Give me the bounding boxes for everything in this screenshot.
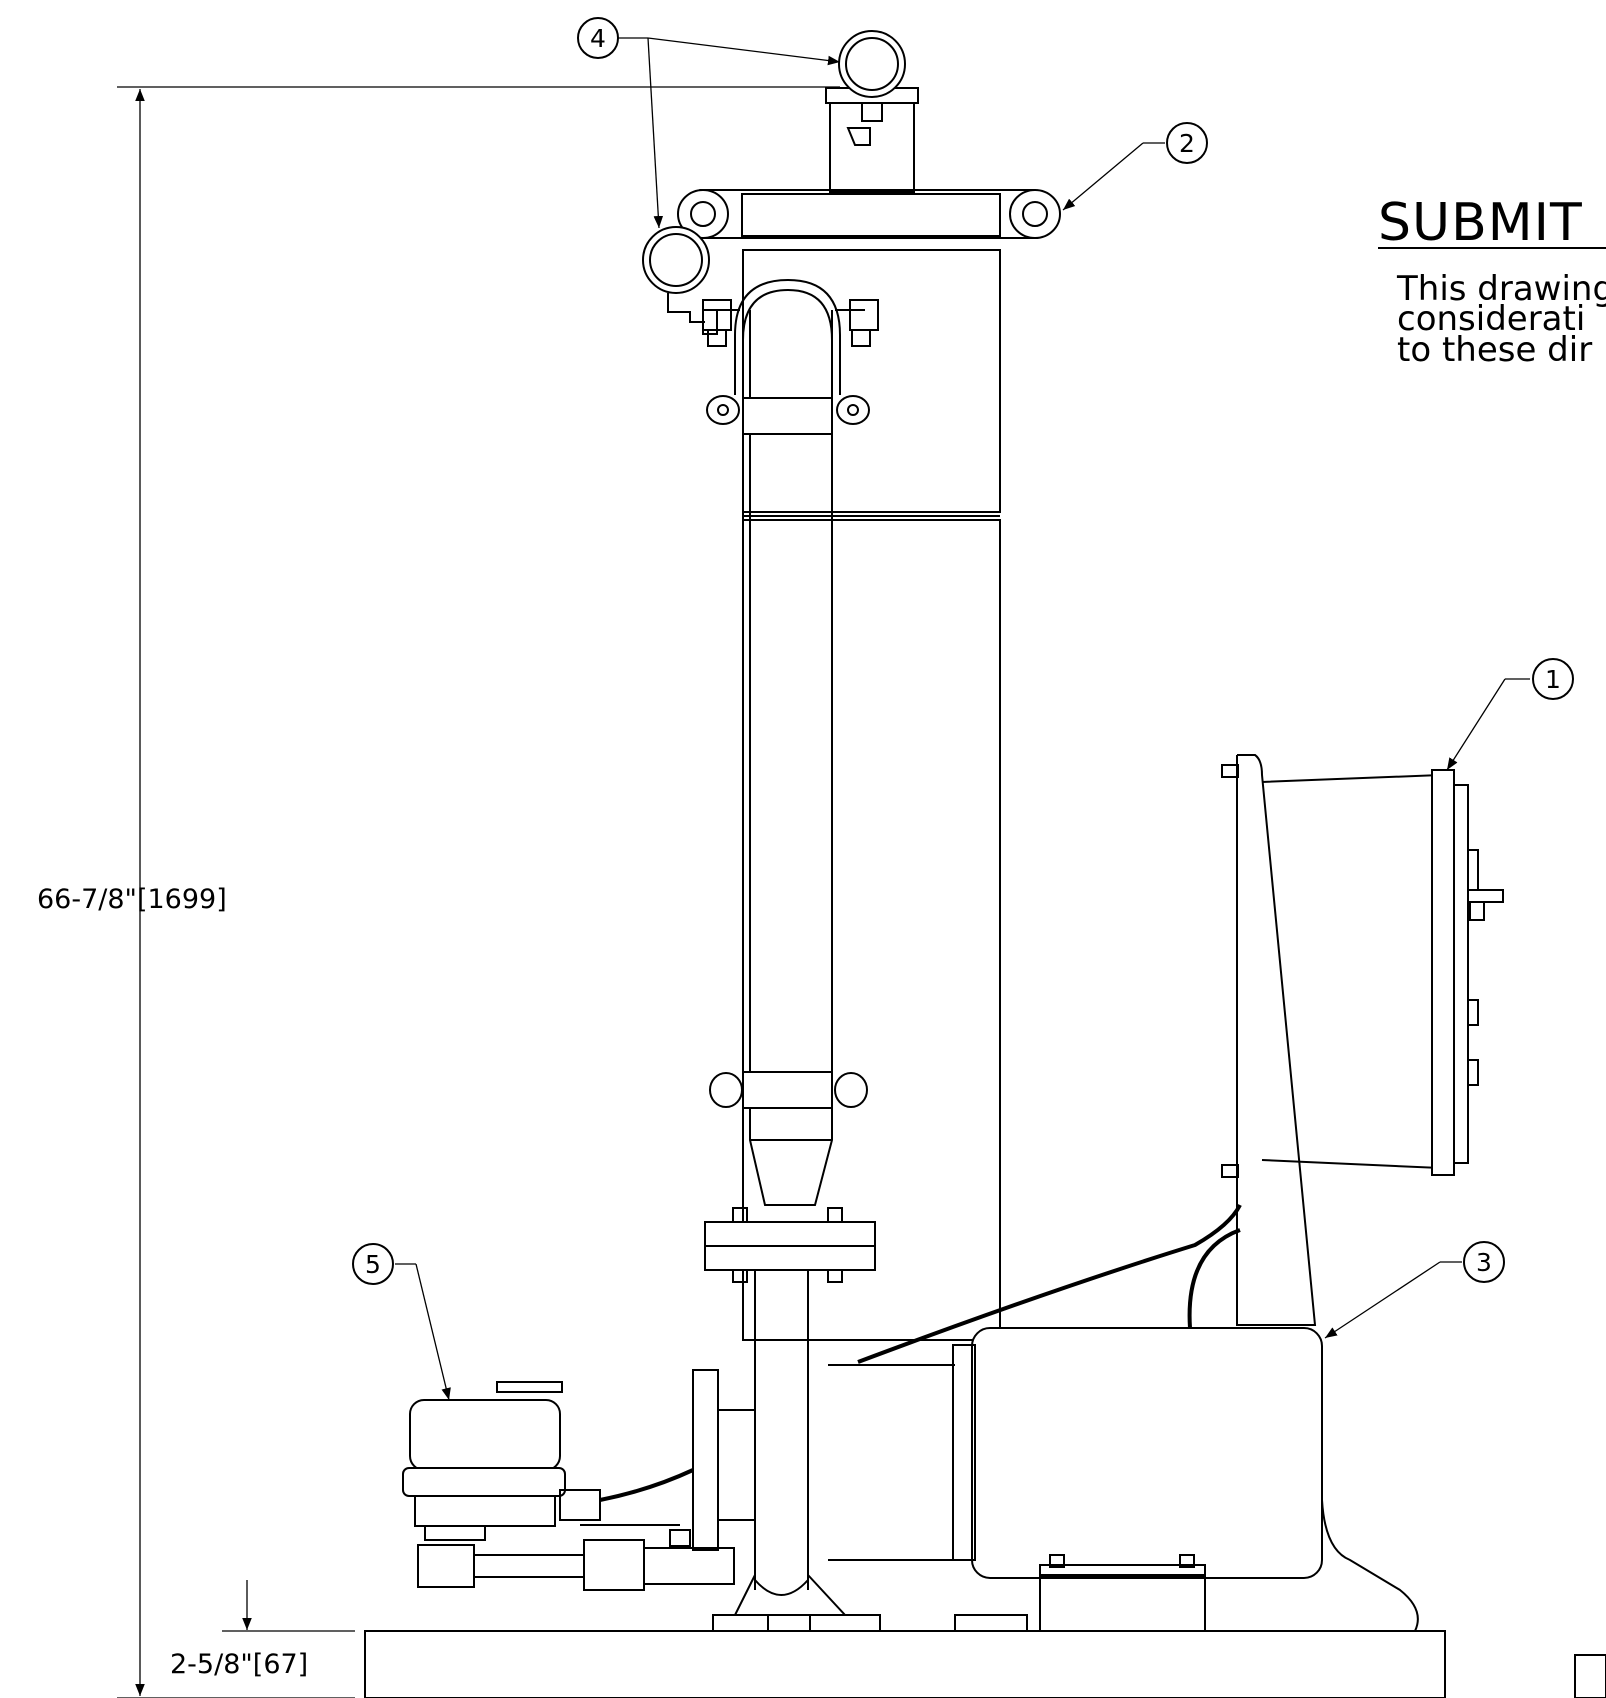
base-height-dimension: 2-5/8"[67]	[170, 1580, 355, 1680]
solenoid-valve-assembly	[402, 1381, 735, 1591]
base-height-label: 2-5/8"[67]	[170, 1649, 308, 1680]
submittal-header: SUBMIT This drawing considerati to these…	[1378, 193, 1606, 370]
side-connection	[599, 1369, 756, 1551]
top-gauge-icon	[838, 30, 906, 98]
overall-height-dimension: 66-7/8"[1699]	[37, 86, 840, 1698]
balloon-1: 1	[1446, 658, 1574, 771]
balloon-5-label: 5	[365, 1250, 381, 1279]
balloon-4-label: 4	[590, 24, 606, 53]
base-plate	[364, 1614, 1606, 1698]
note-line-2: considerati	[1397, 299, 1585, 339]
note-line-3: to these dir	[1397, 330, 1592, 370]
overall-height-label: 66-7/8"[1699]	[37, 884, 227, 915]
balloon-4: 4	[577, 17, 841, 229]
balloon-2: 2	[1062, 122, 1208, 211]
pressure-gauges	[642, 30, 906, 335]
balloon-2-label: 2	[1179, 129, 1195, 158]
vertical-pipe	[704, 310, 876, 1616]
control-panel	[1221, 754, 1504, 1326]
balloon-1-label: 1	[1545, 665, 1561, 694]
top-header-bar	[677, 87, 1061, 239]
balloon-3: 3	[1324, 1241, 1505, 1339]
drawing-title: SUBMIT	[1378, 193, 1583, 253]
balloon-3-label: 3	[1476, 1248, 1492, 1277]
side-gauge-icon	[642, 226, 710, 294]
motor	[828, 1204, 1419, 1632]
top-elbow	[702, 278, 879, 400]
balloon-5: 5	[352, 1243, 451, 1401]
note-line-1: This drawing	[1396, 269, 1606, 309]
